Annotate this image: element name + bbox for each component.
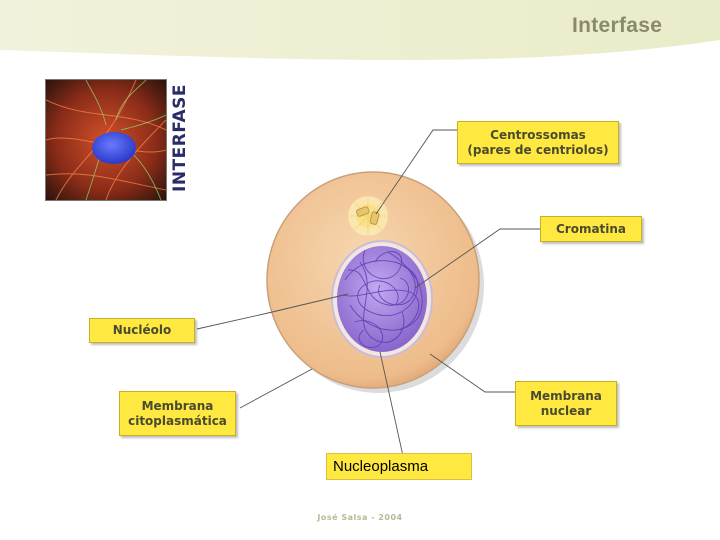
centrosome — [348, 196, 388, 236]
label-centrossomas-line2: (pares de centriolos) — [467, 142, 609, 157]
label-cromatina: Cromatina — [540, 216, 642, 242]
leader-lines — [196, 129, 540, 457]
label-membrana-citoplasmatica-line1: Membrana — [141, 398, 214, 413]
micrograph-image — [45, 79, 167, 201]
footer-credit: José Salsa - 2004 — [317, 513, 403, 522]
label-nucleoplasma: Nucleoplasma — [326, 453, 472, 480]
label-centrossomas: Centrossomas (pares de centriolos) — [457, 121, 619, 164]
slide-title: Interfase — [572, 14, 663, 37]
label-membrana-citoplasmatica-line2: citoplasmática — [128, 413, 227, 428]
header-band — [0, 0, 720, 60]
label-membrana-citoplasmatica: Membrana citoplasmática — [119, 391, 236, 436]
label-centrossomas-line1: Centrossomas — [490, 127, 586, 142]
label-nucleolo-text: Nucléolo — [112, 323, 172, 337]
label-nucleolo: Nucléolo — [89, 318, 195, 343]
label-cromatina-text: Cromatina — [555, 221, 627, 236]
label-membrana-nuclear-line1: Membrana — [530, 388, 602, 403]
label-membrana-nuclear-line2: nuclear — [540, 403, 592, 418]
label-membrana-nuclear: Membrana nuclear — [515, 381, 617, 426]
chromatin — [341, 249, 423, 348]
